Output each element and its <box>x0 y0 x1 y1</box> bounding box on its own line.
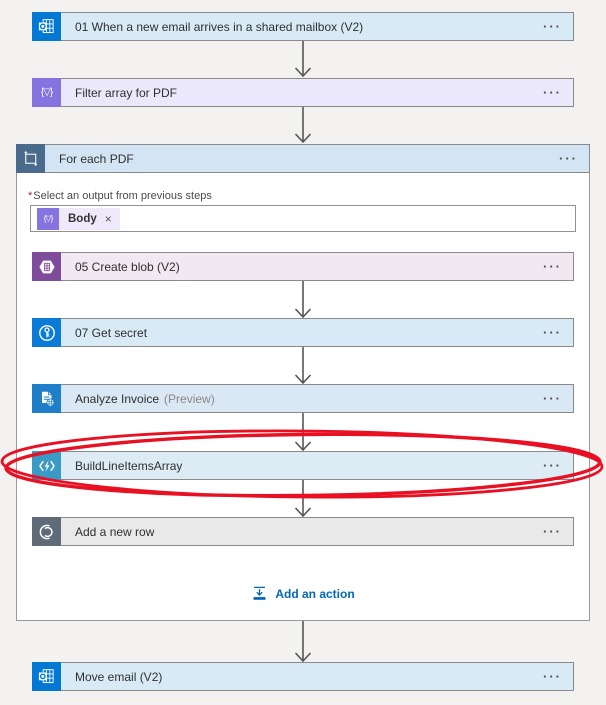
outlook-icon <box>32 12 61 41</box>
blob-storage-icon <box>32 252 61 281</box>
step-title: 07 Get secret <box>75 325 148 340</box>
flow-step-filter-array[interactable]: {▽} Filter array for PDF ··· <box>32 78 574 107</box>
flow-step-get-secret[interactable]: 07 Get secret ··· <box>32 318 574 347</box>
more-options-button[interactable]: ··· <box>543 457 562 473</box>
connector-arrow <box>294 41 312 77</box>
flow-step-build-line-items[interactable]: BuildLineItemsArray ··· <box>32 451 574 480</box>
dynamic-content-token[interactable]: {▽} Body × <box>37 207 120 230</box>
more-options-button[interactable]: ··· <box>543 523 562 539</box>
outlook-icon <box>32 662 61 691</box>
connector-arrow <box>294 621 312 662</box>
more-options-button[interactable]: ··· <box>543 390 562 406</box>
dynamic-content-icon: {▽} <box>37 207 59 230</box>
flow-step-create-blob[interactable]: 05 Create blob (V2) ··· <box>32 252 574 281</box>
more-options-button[interactable]: ··· <box>543 258 562 274</box>
scope-title: For each PDF <box>59 151 134 166</box>
add-action-icon <box>253 586 266 600</box>
connector-arrow <box>294 107 312 143</box>
step-title: Move email (V2) <box>75 669 163 684</box>
key-vault-icon <box>32 318 61 347</box>
step-title: Add a new row <box>75 524 155 539</box>
dataverse-icon <box>32 517 61 546</box>
step-title: BuildLineItemsArray <box>75 458 183 473</box>
add-action-label: Add an action <box>275 586 355 601</box>
step-title: 05 Create blob (V2) <box>75 259 180 274</box>
more-options-button[interactable]: ··· <box>543 324 562 340</box>
output-select-input[interactable]: {▽} Body × <box>30 205 576 232</box>
more-options-button[interactable]: ··· <box>559 150 578 166</box>
flow-step-move-email[interactable]: Move email (V2) ··· <box>32 662 574 691</box>
more-options-button[interactable]: ··· <box>543 668 562 684</box>
foreach-scope-header[interactable]: For each PDF ··· <box>16 144 590 173</box>
remove-token-button[interactable]: × <box>104 211 112 226</box>
azure-function-icon <box>32 451 61 480</box>
step-title: 01 When a new email arrives in a shared … <box>75 19 364 34</box>
token-label: Body <box>68 212 97 225</box>
add-action-button[interactable]: Add an action <box>245 584 360 603</box>
filter-array-icon: {▽} <box>32 78 61 107</box>
foreach-loop-icon <box>16 144 45 173</box>
more-options-button[interactable]: ··· <box>543 84 562 100</box>
select-output-label: *Select an output from previous steps <box>28 190 212 202</box>
flow-step-email-trigger[interactable]: 01 When a new email arrives in a shared … <box>32 12 574 41</box>
step-title: Analyze Invoice <box>75 391 160 406</box>
required-marker: * <box>28 190 33 202</box>
step-title: Filter array for PDF <box>75 85 178 100</box>
more-options-button[interactable]: ··· <box>543 18 562 34</box>
flow-step-analyze-invoice[interactable]: Analyze Invoice (Preview) ··· <box>32 384 574 413</box>
form-recognizer-icon <box>32 384 61 413</box>
flow-step-add-new-row[interactable]: Add a new row ··· <box>32 517 574 546</box>
preview-badge: (Preview) <box>164 391 215 406</box>
